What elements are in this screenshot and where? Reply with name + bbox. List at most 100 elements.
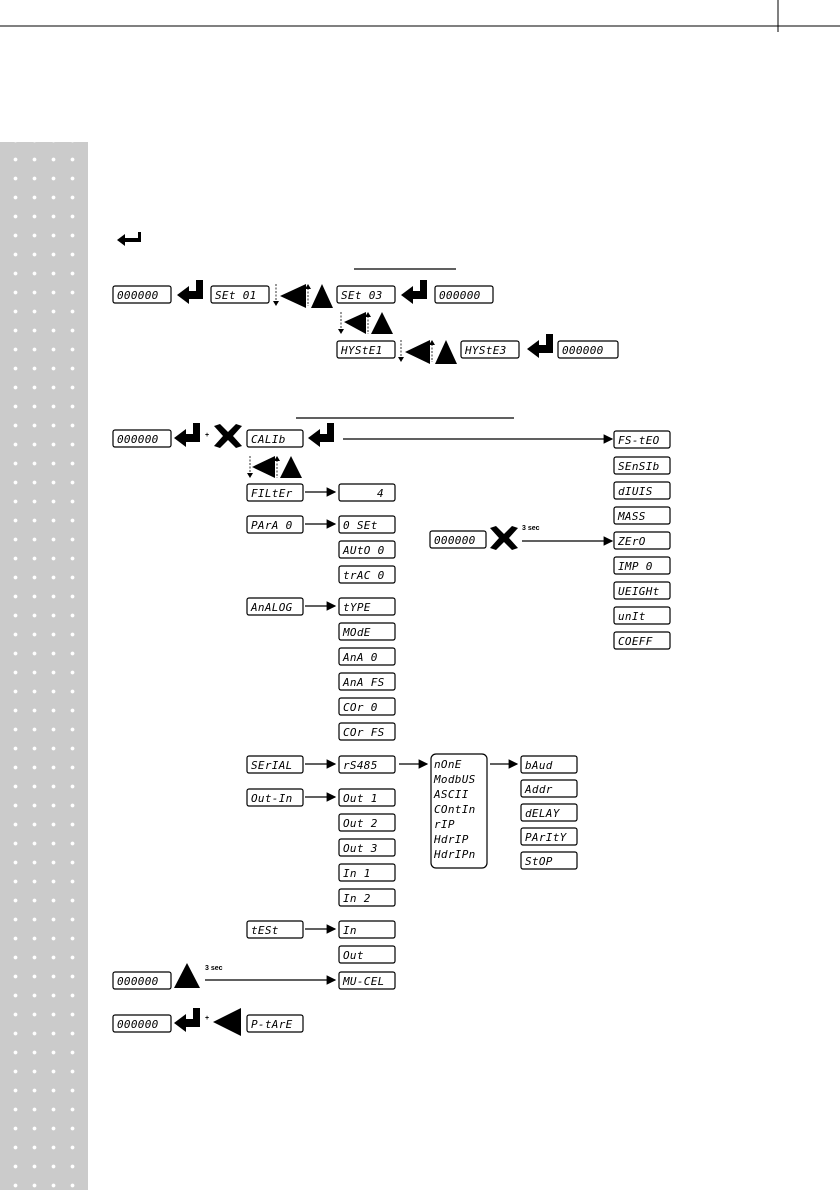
enter-key-icon (308, 423, 334, 447)
lcd-display: PArItY (520, 827, 578, 846)
lcd-text: SEt 01 (215, 289, 257, 302)
lcd-text: COr FS (343, 726, 385, 739)
lcd-text: SErIAL (251, 759, 293, 772)
lcd-display: FILtEr (246, 483, 304, 502)
lcd-display: dIUIS (613, 481, 671, 500)
plus-sign: + (205, 1015, 209, 1022)
lcd-display: ZErO (613, 531, 671, 550)
lcd-text: MOdE (342, 626, 371, 639)
scroll-arrows-icon (398, 340, 457, 364)
lcd-text: 4 (377, 487, 384, 500)
lcd-text: trAC 0 (343, 569, 385, 582)
lcd-display: SEnSIb (613, 456, 671, 475)
lcd-display: MU-CEL (338, 971, 396, 990)
cancel-x-icon (214, 424, 242, 448)
lcd-text: AnA 0 (342, 651, 378, 664)
protocol-item: nOnE (434, 758, 462, 771)
lcd-display: COr 0 (338, 697, 396, 716)
lcd-display: P-tArE (246, 1014, 304, 1033)
up-arrow-icon (174, 963, 200, 988)
lcd-display: Out (338, 945, 396, 964)
lcd-text: Out (343, 949, 364, 962)
lcd-display: PArA 0 (246, 515, 304, 534)
lcd-display: 0 SEt (338, 515, 396, 534)
enter-key-icon (174, 423, 200, 447)
lcd-text: PArA 0 (251, 519, 293, 532)
hold-duration-label: 3 sec (205, 965, 223, 972)
lcd-display: StOP (520, 851, 578, 870)
sidebar-dot-pattern (0, 142, 88, 1190)
lcd-display: HYStE3 (460, 340, 520, 359)
lcd-text: 000000 (434, 534, 476, 547)
lcd-text: SEnSIb (618, 460, 660, 473)
lcd-text: UEIGHt (618, 585, 660, 598)
protocol-item: rIP (434, 818, 455, 831)
lcd-display: Out 1 (338, 788, 396, 807)
protocol-item: ModbUS (433, 773, 476, 786)
lcd-display: FS-tEO (613, 430, 671, 449)
lcd-display: 000000 (434, 285, 494, 304)
scroll-arrows-icon (338, 312, 393, 334)
lcd-display: COEFF (613, 631, 671, 650)
lcd-display: AnA FS (338, 672, 396, 691)
lcd-text: In 2 (343, 892, 371, 905)
left-arrow-icon (213, 1008, 241, 1036)
lcd-text: ZErO (617, 535, 646, 548)
lcd-display: SEt 01 (210, 285, 270, 304)
lcd-display: trAC 0 (338, 565, 396, 584)
lcd-display: MOdE (338, 622, 396, 641)
lcd-display: 000000 (557, 340, 619, 359)
lcd-text: In 1 (343, 867, 371, 880)
plus-sign: + (205, 432, 209, 439)
lcd-display: AUtO 0 (338, 540, 396, 559)
lcd-text: In (343, 924, 357, 937)
lcd-display: 000000 (429, 530, 487, 549)
lcd-display: HYStE1 (336, 340, 396, 359)
lcd-text: AnA FS (342, 676, 385, 689)
lcd-text: HYStE1 (340, 344, 383, 357)
lcd-text: COr 0 (343, 701, 378, 714)
enter-key-icon (527, 334, 553, 358)
lcd-display: tYPE (338, 597, 396, 616)
lcd-text: Out 3 (343, 842, 378, 855)
lcd-text: 0 SEt (343, 519, 378, 532)
lcd-text: StOP (525, 855, 553, 868)
lcd-display: SEt 03 (336, 285, 396, 304)
lcd-display: AnA 0 (338, 647, 396, 666)
lcd-text: CALIb (251, 433, 286, 446)
protocol-list: nOnE ModbUS ASCII COntIn rIP HdrIP HdrIP… (430, 753, 488, 869)
lcd-display: IMP 0 (613, 556, 671, 575)
lcd-display: Out-In (246, 788, 304, 807)
top-rule (0, 0, 840, 32)
lcd-text: tYPE (343, 601, 371, 614)
lcd-display: bAud (520, 755, 578, 774)
lcd-text: dELAY (525, 807, 561, 820)
lcd-display: rS485 (338, 755, 396, 774)
lcd-text: FS-tEO (618, 434, 660, 447)
lcd-display: unIt (613, 606, 671, 625)
lcd-text: AUtO 0 (342, 544, 385, 557)
lcd-text: Out 2 (343, 817, 378, 830)
protocol-item: COntIn (434, 803, 476, 816)
lcd-display: CALIb (246, 429, 304, 448)
lcd-display: Out 3 (338, 838, 396, 857)
lcd-text: MU-CEL (342, 975, 385, 988)
lcd-display: Out 2 (338, 813, 396, 832)
lcd-display: Addr (520, 779, 578, 798)
lcd-display: 000000 (112, 1014, 172, 1033)
enter-key-icon (174, 1008, 200, 1032)
lcd-display: MASS (613, 506, 671, 525)
lcd-text: MASS (617, 510, 646, 523)
lcd-text: HYStE3 (464, 344, 507, 357)
lcd-display: In 1 (338, 863, 396, 882)
lcd-text: 000000 (562, 344, 604, 357)
lcd-display: SErIAL (246, 755, 304, 774)
lcd-text: Out-In (251, 792, 293, 805)
lcd-text: 000000 (439, 289, 481, 302)
lcd-text: rS485 (343, 759, 378, 772)
lcd-text: FILtEr (251, 487, 293, 500)
lcd-text: 000000 (117, 289, 159, 302)
protocol-item: HdrIP (433, 833, 469, 846)
lcd-text: dIUIS (618, 485, 653, 498)
lcd-text: Out 1 (343, 792, 378, 805)
